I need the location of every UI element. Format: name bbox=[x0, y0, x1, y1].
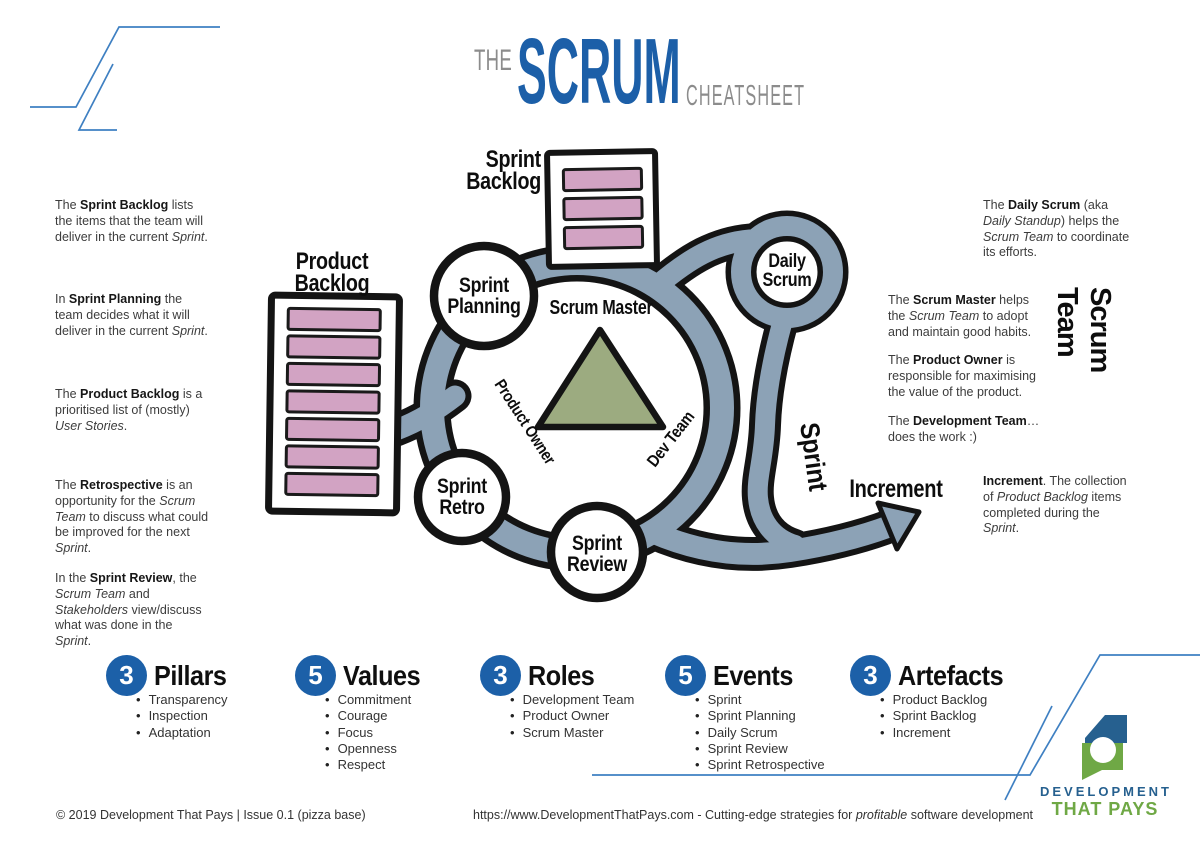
scrum-master-label: Scrum Master bbox=[550, 296, 653, 318]
increment-arrow-shaft bbox=[641, 515, 901, 565]
stat-count-badge: 5 bbox=[665, 655, 706, 696]
note-product-owner: The Product Owner is responsible for max… bbox=[888, 353, 1036, 399]
note-sprint-review: In the Sprint Review, the Scrum Team and… bbox=[55, 571, 211, 663]
note-scrum-team-roles: The Scrum Master helps the Scrum Team to… bbox=[888, 293, 1040, 458]
logo-wordmark-that-pays: THAT PAYS bbox=[1051, 799, 1159, 819]
sprint-backlog-label: Backlog bbox=[466, 167, 541, 194]
stat-list: Development TeamProduct OwnerScrum Maste… bbox=[510, 692, 666, 741]
product-backlog-label: Product bbox=[296, 247, 369, 274]
list-item: Courage bbox=[325, 708, 481, 724]
list-item: Product Backlog bbox=[880, 692, 1036, 708]
list-item: Development Team bbox=[510, 692, 666, 708]
logo-wordmark-development: DEVELOPMENT bbox=[1040, 784, 1172, 799]
sprint-planning-label: Sprint bbox=[459, 274, 510, 298]
note-daily-scrum: The Daily Scrum (aka Daily Standup) help… bbox=[983, 198, 1133, 274]
stat-values: 5 Values CommitmentCourageFocusOpennessR… bbox=[295, 655, 481, 773]
sprint-review-node bbox=[546, 501, 648, 603]
list-item: Sprint Planning bbox=[695, 708, 851, 724]
stat-list: TransparencyInspectionAdaptation bbox=[136, 692, 292, 741]
stat-count-badge: 3 bbox=[850, 655, 891, 696]
product-backlog-label: Backlog bbox=[295, 269, 370, 296]
stat-title: Pillars bbox=[154, 659, 227, 691]
product-backlog-card bbox=[265, 291, 403, 517]
sprint-planning-node bbox=[429, 241, 539, 351]
note-retrospective: The Retrospective is an opportunity for … bbox=[55, 478, 211, 570]
scrum-team-triangle bbox=[534, 326, 667, 431]
note-increment: Increment. The collection of Product Bac… bbox=[983, 474, 1135, 550]
list-item: Sprint Review bbox=[695, 741, 851, 757]
note-sprint-backlog: The Sprint Backlog lists the items that … bbox=[55, 198, 211, 258]
stat-title: Roles bbox=[528, 659, 595, 691]
corner-decoration-top-left bbox=[30, 26, 220, 131]
sprint-backlog-label: Sprint bbox=[486, 145, 542, 172]
note-text: The Retrospective is an opportunity for … bbox=[55, 478, 209, 556]
title-cheatsheet: CHEATSHEET bbox=[686, 80, 806, 112]
title-the: THE bbox=[474, 44, 513, 77]
stat-count-badge: 5 bbox=[295, 655, 336, 696]
list-item: Adaptation bbox=[136, 725, 292, 741]
sprint-review-label: Sprint bbox=[572, 532, 623, 556]
increment-label: Increment bbox=[849, 475, 943, 503]
note-text: The Daily Scrum (aka Daily Standup) help… bbox=[983, 198, 1130, 260]
list-item: Sprint Retrospective bbox=[695, 757, 851, 773]
list-item: Scrum Master bbox=[510, 725, 666, 741]
note-product-backlog: The Product Backlog is a prioritised lis… bbox=[55, 387, 211, 447]
scrum-team-vertical-label: Scrum Team bbox=[1051, 287, 1116, 373]
copyright-text: © 2019 Development That Pays | Issue 0.1… bbox=[56, 808, 366, 822]
list-item: Daily Scrum bbox=[695, 725, 851, 741]
sprint-review-label: Review bbox=[567, 553, 628, 577]
list-item: Focus bbox=[325, 725, 481, 741]
website-tagline: https://www.DevelopmentThatPays.com - Cu… bbox=[473, 808, 1034, 822]
corner-decoration-bottom-right bbox=[592, 654, 1200, 801]
sprint-backlog-card bbox=[544, 148, 660, 270]
list-item: Transparency bbox=[136, 692, 292, 708]
increment-arrowhead bbox=[875, 500, 922, 552]
note-text: Increment. The collection of Product Bac… bbox=[983, 474, 1127, 536]
sprint-retro-label: Sprint bbox=[437, 475, 488, 499]
product-backlog-items bbox=[284, 306, 382, 498]
list-item: Increment bbox=[880, 725, 1036, 741]
note-development-team: The Development Team… does the work :) bbox=[888, 413, 1040, 444]
stat-title: Values bbox=[343, 659, 421, 691]
list-item: Sprint Backlog bbox=[880, 708, 1036, 724]
title-scrum: SCRUM bbox=[517, 19, 681, 123]
list-item: Openness bbox=[325, 741, 481, 757]
stat-pillars: 3 Pillars TransparencyInspectionAdaptati… bbox=[106, 655, 292, 741]
note-scrum-master: The Scrum Master helps the Scrum Team to… bbox=[888, 293, 1032, 339]
sprint-retro-node bbox=[413, 448, 511, 546]
diagram-labels: Product Backlog Sprint Backlog Sprint Pl… bbox=[295, 145, 944, 576]
list-item: Product Owner bbox=[510, 708, 666, 724]
list-item: Commitment bbox=[325, 692, 481, 708]
sprint-planning-label: Planning bbox=[447, 295, 520, 319]
stat-roles: 3 Roles Development TeamProduct OwnerScr… bbox=[480, 655, 666, 741]
development-that-pays-logo-mark bbox=[1082, 715, 1127, 780]
sprint-backlog-items bbox=[561, 166, 645, 251]
daily-scrum-label: Scrum bbox=[763, 269, 812, 291]
stat-count-badge: 3 bbox=[480, 655, 521, 696]
note-sprint-planning: In Sprint Planning the team decides what… bbox=[55, 292, 211, 352]
stat-title: Events bbox=[713, 659, 793, 691]
list-item: Sprint bbox=[695, 692, 851, 708]
note-text: The Sprint Backlog lists the items that … bbox=[55, 198, 208, 244]
list-item: Inspection bbox=[136, 708, 292, 724]
stat-list: CommitmentCourageFocusOpennessRespect bbox=[325, 692, 481, 773]
daily-scrum-label: Daily bbox=[768, 250, 806, 272]
note-text: In the Sprint Review, the Scrum Team and… bbox=[55, 571, 202, 649]
note-text: The Product Backlog is a prioritised lis… bbox=[55, 387, 203, 433]
sprint-flow-label: Sprint bbox=[794, 421, 833, 494]
sprint-retro-label: Retro bbox=[439, 496, 485, 520]
stat-count-badge: 3 bbox=[106, 655, 147, 696]
backlog-connector bbox=[385, 385, 466, 441]
stat-title: Artefacts bbox=[898, 659, 1004, 691]
note-text: In Sprint Planning the team decides what… bbox=[55, 292, 208, 338]
list-item: Respect bbox=[325, 757, 481, 773]
